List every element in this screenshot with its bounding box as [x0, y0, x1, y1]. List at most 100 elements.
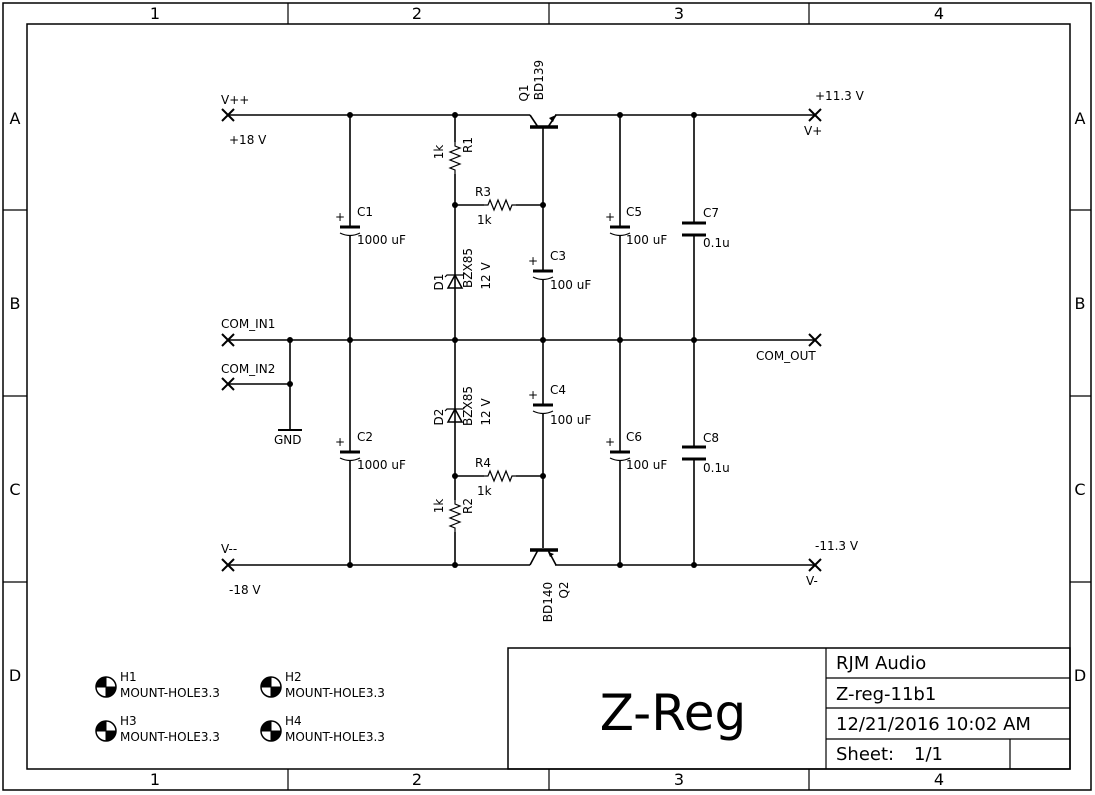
c7-ref: C7 [703, 206, 719, 220]
c1-value: 1000 uF [357, 233, 406, 247]
zener-diode-d2: D2 BZX85 12 V [432, 386, 493, 428]
row-marker-b-right: B [1075, 294, 1086, 313]
title-block-document: Z-reg-11b1 [836, 684, 936, 705]
svg-text:+: + [335, 210, 345, 224]
svg-text:+: + [335, 435, 345, 449]
capacitor-c3: + C3 100 uF [528, 249, 591, 302]
r4-value: 1k [477, 484, 492, 498]
col-marker-4-top: 4 [934, 4, 944, 23]
r4-ref: R4 [475, 456, 491, 470]
h1-value: MOUNT-HOLE3.3 [120, 686, 220, 700]
c5-ref: C5 [626, 205, 642, 219]
svg-text:+: + [528, 388, 538, 402]
c2-value: 1000 uF [357, 458, 406, 472]
q1-part: BD139 [532, 60, 546, 100]
net-label-vplus: V+ [804, 124, 822, 138]
row-marker-d-right: D [1074, 666, 1086, 685]
resistor-r1: 1k R1 [432, 137, 475, 175]
capacitor-c7: C7 0.1u [682, 206, 730, 250]
net-label-com-in1: COM_IN1 [221, 317, 275, 331]
c1-ref: C1 [357, 205, 373, 219]
row-marker-a-right: A [1075, 109, 1086, 128]
col-marker-3-top: 3 [674, 4, 684, 23]
col-marker-1-bottom: 1 [150, 770, 160, 789]
svg-text:+: + [528, 254, 538, 268]
q2-part: BD140 [541, 582, 555, 622]
capacitor-c4: + C4 100 uF [528, 383, 591, 436]
c3-value: 100 uF [550, 278, 591, 292]
row-marker-b-left: B [10, 294, 21, 313]
col-marker-1-top: 1 [150, 4, 160, 23]
c4-ref: C4 [550, 383, 566, 397]
h2-value: MOUNT-HOLE3.3 [285, 686, 385, 700]
c3-ref: C3 [550, 249, 566, 263]
d1-part: BZX85 [461, 248, 475, 288]
col-marker-2-top: 2 [412, 4, 422, 23]
r2-ref: R2 [461, 498, 475, 514]
mount-hole-h1: H1 MOUNT-HOLE3.3 [95, 670, 220, 700]
c4-value: 100 uF [550, 413, 591, 427]
net-value-vpp: +18 V [229, 133, 267, 147]
d2-value: 12 V [479, 398, 493, 426]
r2-value: 1k [432, 499, 446, 514]
connector-markers [221, 108, 822, 572]
net-label-vmm: V-- [221, 542, 237, 556]
r1-value: 1k [432, 145, 446, 160]
h3-ref: H3 [120, 714, 137, 728]
col-marker-3-bottom: 3 [674, 770, 684, 789]
net-label-vpp: V++ [221, 93, 249, 107]
r3-value: 1k [477, 213, 492, 227]
title-block-date: 12/21/2016 10:02 AM [836, 714, 1031, 735]
col-marker-2-bottom: 2 [412, 770, 422, 789]
c2-ref: C2 [357, 430, 373, 444]
c7-value: 0.1u [703, 236, 730, 250]
title-block-company: RJM Audio [836, 653, 926, 674]
h2-ref: H2 [285, 670, 302, 684]
resistor-r2: 1k R2 [432, 498, 475, 533]
capacitor-c5: + C5 100 uF [605, 205, 667, 258]
capacitor-c1: + C1 1000 uF [335, 205, 406, 258]
h3-value: MOUNT-HOLE3.3 [120, 730, 220, 744]
h1-ref: H1 [120, 670, 137, 684]
c8-ref: C8 [703, 431, 719, 445]
c5-value: 100 uF [626, 233, 667, 247]
net-value-vminus: -11.3 V [815, 539, 859, 553]
row-marker-c-left: C [9, 480, 20, 499]
q2-ref: Q2 [557, 581, 571, 598]
row-marker-c-right: C [1074, 480, 1085, 499]
mount-hole-h4: H4 MOUNT-HOLE3.3 [260, 714, 385, 744]
svg-text:+: + [605, 210, 615, 224]
row-marker-d-left: D [9, 666, 21, 685]
d1-value: 12 V [479, 262, 493, 290]
d2-part: BZX85 [461, 386, 475, 426]
net-label-com-out: COM_OUT [756, 349, 816, 363]
row-marker-a-left: A [10, 109, 21, 128]
h4-value: MOUNT-HOLE3.3 [285, 730, 385, 744]
net-label-gnd: GND [274, 433, 302, 447]
net-value-vplus: +11.3 V [815, 89, 865, 103]
title-block-title: Z-Reg [600, 684, 746, 742]
capacitor-c2: + C2 1000 uF [335, 430, 406, 483]
net-label-vminus: V- [806, 574, 818, 588]
c8-value: 0.1u [703, 461, 730, 475]
capacitor-c6: + C6 100 uF [605, 430, 667, 483]
q1-ref: Q1 [517, 84, 531, 101]
r3-ref: R3 [475, 185, 491, 199]
transistor-q1: Q1 BD139 [517, 60, 558, 129]
d2-ref: D2 [432, 409, 446, 426]
net-label-com-in2: COM_IN2 [221, 362, 275, 376]
svg-text:+: + [605, 435, 615, 449]
col-marker-4-bottom: 4 [934, 770, 944, 789]
transistor-q2: BD140 Q2 [529, 548, 571, 622]
mount-hole-h3: H3 MOUNT-HOLE3.3 [95, 714, 220, 744]
capacitor-c8: C8 0.1u [682, 431, 730, 475]
c6-value: 100 uF [626, 458, 667, 472]
wires [228, 114, 815, 566]
mount-hole-h2: H2 MOUNT-HOLE3.3 [260, 670, 385, 700]
d1-ref: D1 [432, 274, 446, 291]
junctions [287, 112, 697, 568]
title-block-sheet: 1/1 [914, 744, 943, 765]
net-value-vmm: -18 V [229, 583, 261, 597]
